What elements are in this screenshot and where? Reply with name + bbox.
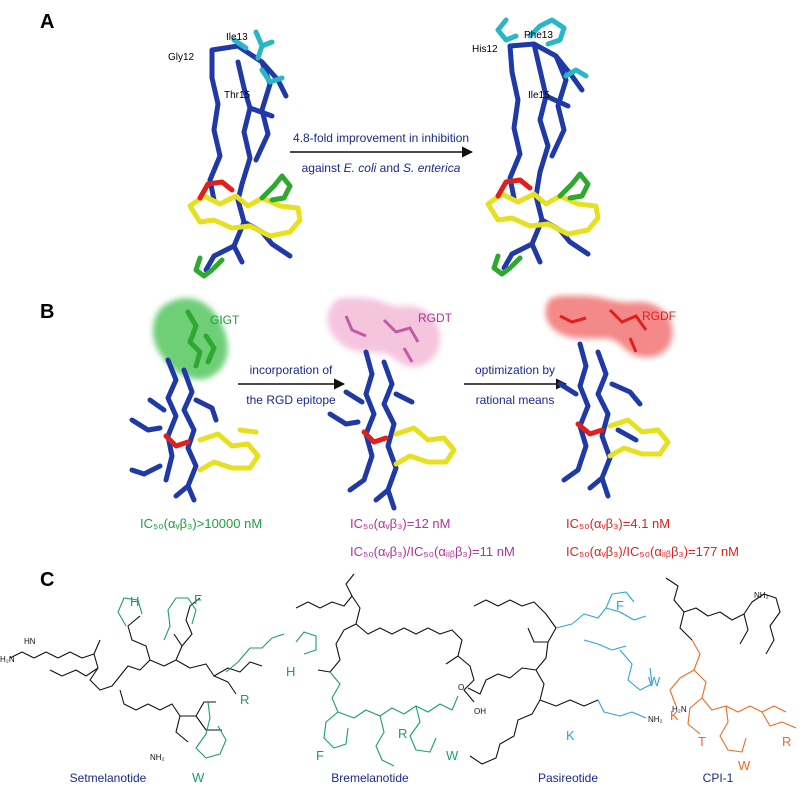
panel-b-structure-1 (129, 298, 261, 503)
setmelanotide-letter-h: H (130, 594, 139, 609)
setmelanotide-letter-r: R (240, 692, 249, 707)
cpi1-letter-r: R (782, 734, 791, 749)
panel-a-right-structure (485, 17, 601, 277)
bremelanotide-letter-r: R (398, 726, 407, 741)
residue-phe13: Phe13 (524, 30, 553, 41)
compound-name-bremelanotide: Bremelanotide (331, 771, 409, 785)
residue-gly12: Gly12 (168, 52, 195, 63)
pasireotide-letter-k: K (566, 728, 575, 743)
arrow-b2-line2: rational means (476, 393, 555, 407)
panel-b-structure-2 (327, 297, 457, 511)
panel-b-structure-3 (545, 295, 673, 499)
svg-text:NH₂: NH₂ (754, 591, 769, 600)
cpi1-letter-k: K (670, 708, 679, 723)
pasireotide-letter-w: W (648, 674, 661, 689)
bremelanotide-letter-f: F (316, 748, 324, 763)
svg-text:H₂N: H₂N (0, 655, 15, 664)
epitope-rgdt: RGDT (418, 311, 453, 325)
compound-bremelanotide-structure: OH O (295, 573, 486, 767)
arrow-b1-line1: incorporation of (250, 363, 333, 377)
cpi1-letter-t: T (698, 734, 706, 749)
pasireotide-letter-f: F (616, 598, 624, 613)
svg-text:OH: OH (474, 707, 486, 716)
epitope-gigt: GIGT (210, 313, 240, 327)
panel-c-label: C (40, 569, 54, 591)
residue-thr15: Thr15 (224, 90, 251, 101)
residue-his12: His12 (472, 44, 498, 55)
arrow-a-line1: 4.8-fold improvement in inhibition (293, 131, 469, 145)
svg-text:NH₂: NH₂ (150, 753, 165, 762)
ic50-label-3a: IC₅₀(αᵥβ₃)=4.1 nM (566, 516, 670, 531)
panel-b-label: B (40, 301, 54, 323)
bremelanotide-letter-h: H (286, 664, 295, 679)
ic50-label-3b: IC₅₀(αᵥβ₃)/IC₅₀(αᵢᵢᵦβ₃)=177 nM (566, 544, 739, 559)
compound-name-setmelanotide: Setmelanotide (70, 771, 147, 785)
arrow-b2-line1: optimization by (475, 363, 555, 377)
compound-name-cpi1: CPI-1 (703, 771, 734, 785)
cpi1-letter-w: W (738, 758, 751, 773)
compound-setmelanotide-structure: H₂N HN NH₂ (0, 597, 285, 762)
compound-cpi1-structure: NH₂ H₂N (665, 577, 797, 753)
svg-text:O: O (458, 683, 464, 692)
ic50-label-2a: IC₅₀(αᵥβ₃)=12 nM (350, 516, 450, 531)
svg-text:NH₂: NH₂ (648, 715, 663, 724)
panel-a-left-structure (187, 29, 303, 279)
panel-a-label: A (40, 11, 54, 33)
ic50-label-1: IC₅₀(αᵥβ₃)>10000 nM (140, 516, 262, 531)
residue-ile15: Ile15 (528, 90, 550, 101)
arrow-a-line2: against E. coli and S. enterica (302, 161, 461, 175)
compound-pasireotide-structure: NH₂ (467, 591, 663, 765)
bremelanotide-letter-w: W (446, 748, 459, 763)
setmelanotide-letter-f: F (194, 592, 202, 607)
ic50-label-2b: IC₅₀(αᵥβ₃)/IC₅₀(αᵢᵢᵦβ₃)=11 nM (350, 544, 515, 559)
compound-name-pasireotide: Pasireotide (538, 771, 598, 785)
epitope-rgdf: RGDF (642, 309, 676, 323)
svg-text:H₂N: H₂N (672, 705, 687, 714)
residue-ile13: Ile13 (226, 32, 248, 43)
svg-text:HN: HN (24, 637, 36, 646)
setmelanotide-letter-w: W (192, 770, 205, 785)
arrow-b1-line2: the RGD epitope (246, 393, 336, 407)
